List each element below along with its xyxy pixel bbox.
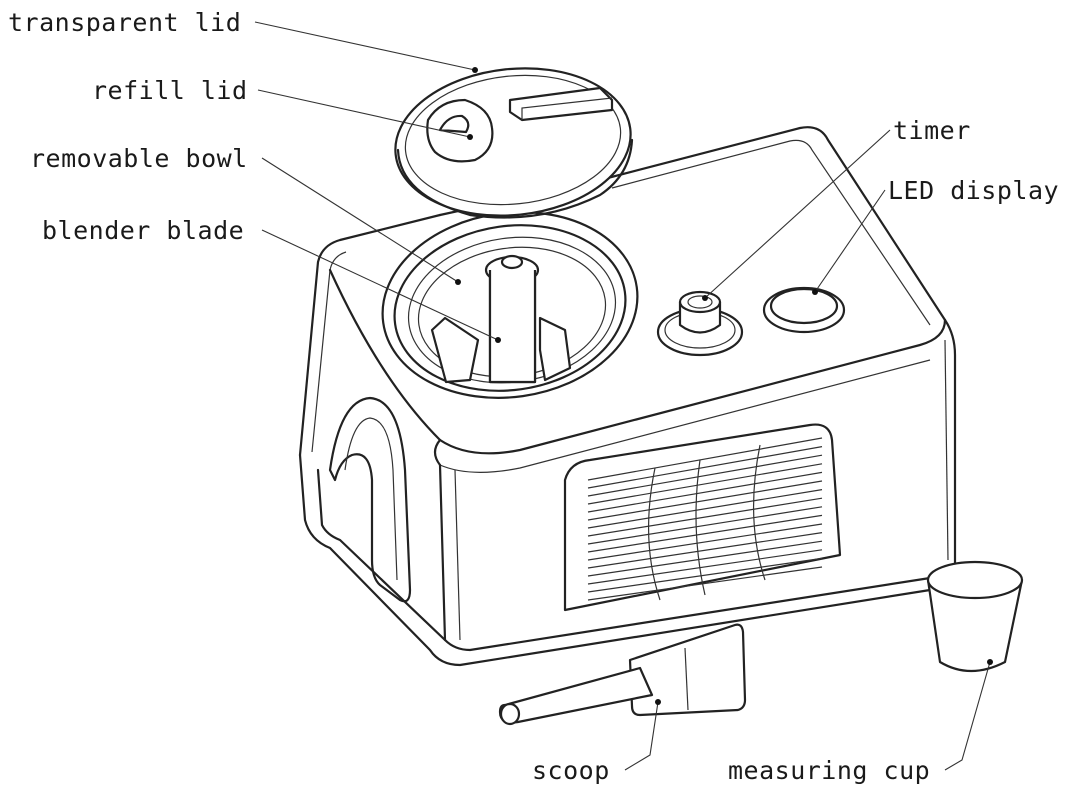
- vent-slat: [587, 506, 823, 545]
- label-removable-bowl: removable bowl: [30, 144, 248, 173]
- leader-lines: [254, 21, 991, 771]
- bowl-assembly: [381, 211, 639, 399]
- transparent-lid-drawing: [394, 67, 634, 219]
- vent-slat: [587, 463, 823, 505]
- label-timer: timer: [893, 116, 971, 145]
- label-refill-lid: refill lid: [92, 76, 248, 105]
- vent-slat: [587, 514, 823, 553]
- vent-slat: [587, 566, 823, 601]
- machine-body: [298, 126, 957, 667]
- vent-slat: [587, 497, 823, 537]
- vent-slat: [587, 540, 823, 577]
- vent-slat: [587, 454, 823, 497]
- vent-grille: [563, 423, 842, 612]
- label-measuring-cup: measuring cup: [728, 756, 931, 785]
- vent-slat: [587, 523, 823, 561]
- vent-slat: [587, 549, 823, 585]
- label-led-display: LED display: [888, 176, 1060, 205]
- label-transparent-lid: transparent lid: [8, 8, 242, 37]
- scoop-drawing: [498, 623, 747, 726]
- measuring-cup-drawing: [926, 560, 1024, 672]
- vent-slat: [587, 557, 823, 593]
- vent-slat: [587, 446, 823, 489]
- vent-slat: [587, 489, 823, 529]
- leader-dots: [455, 67, 993, 705]
- vent-slat: [587, 480, 823, 521]
- vent-slat: [587, 532, 823, 569]
- led-display-drawing: [762, 286, 846, 334]
- vent-slat: [587, 437, 823, 481]
- label-scoop: scoop: [532, 756, 610, 785]
- label-blender-blade: blender blade: [42, 216, 245, 245]
- vent-slat: [587, 471, 823, 513]
- timer-knob-drawing: [656, 290, 744, 357]
